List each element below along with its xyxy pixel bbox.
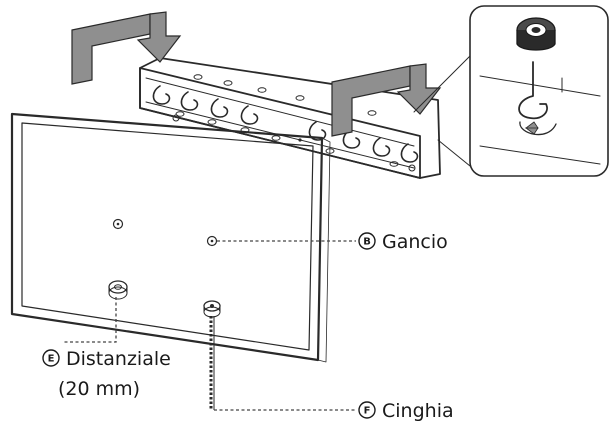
inset-screw-head: [516, 17, 556, 51]
detail-inset: [413, 5, 609, 177]
tv-screw-hole-upper-left: [112, 218, 124, 230]
distanziale-label: Distanziale: [66, 348, 171, 370]
badge-e-letter: E: [48, 354, 55, 365]
callout-cinghia: F Cinghia: [358, 400, 454, 422]
strap-screw-part: [203, 300, 221, 318]
inset-hook: [518, 61, 557, 136]
bracket-hooks: [152, 85, 419, 163]
strap-part: [209, 316, 215, 410]
badge-b-letter: B: [363, 237, 371, 248]
badge-e: [42, 349, 60, 367]
cinghia-label: Cinghia: [382, 400, 454, 422]
wall-bracket: [139, 57, 441, 179]
tv-screw-hole-upper-right: [206, 235, 218, 247]
badge-f-letter: F: [364, 406, 371, 417]
gancio-label: Gancio: [382, 231, 448, 253]
callout-gancio: B Gancio: [358, 231, 448, 253]
distanziale-leader: [62, 297, 117, 343]
tv-back-panel: [10, 112, 331, 410]
distanziale-size-label: (20 mm): [58, 378, 140, 400]
badge-f: [358, 401, 376, 419]
right-hook-arrow: [331, 63, 442, 137]
badge-b: [358, 232, 376, 250]
callout-distanziale: E Distanziale (20 mm): [42, 348, 171, 400]
left-hook-arrow: [71, 11, 182, 85]
spacer-part: [108, 280, 128, 300]
